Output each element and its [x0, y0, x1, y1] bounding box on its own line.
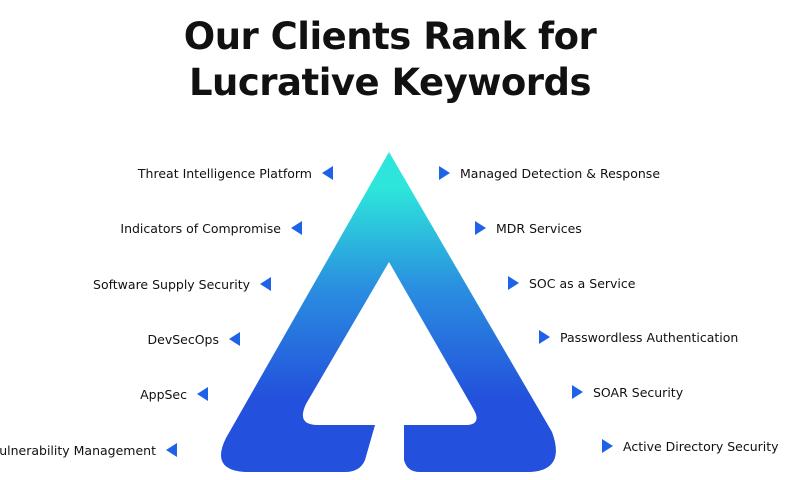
triangle-left-icon [322, 166, 333, 180]
keyword-right-5: SOAR Security [572, 382, 683, 402]
keyword-right-6: Active Directory Security [602, 436, 779, 456]
keyword-right-1: Managed Detection & Response [439, 163, 660, 183]
keyword-label: SOAR Security [593, 384, 684, 400]
keyword-label: Software Supply Security [93, 276, 250, 292]
triangle-right-icon [539, 330, 550, 344]
keyword-right-4: Passwordless Authentication [539, 327, 738, 347]
triangle-right-icon [508, 276, 519, 290]
triangle-left-icon [197, 387, 208, 401]
keyword-left-3: Software Supply Security [93, 274, 271, 294]
keyword-left-2: Indicators of Compromise [120, 218, 302, 238]
keyword-label: DevSecOps [147, 331, 220, 347]
keyword-left-4: DevSecOps [147, 329, 240, 349]
triangle-left-icon [291, 221, 302, 235]
keyword-label: Passwordless Authentication [560, 329, 739, 345]
triangle-left-icon [229, 332, 240, 346]
triangle-right-icon [475, 221, 486, 235]
keyword-left-5: AppSec [140, 384, 208, 404]
page-title: Our Clients Rank for Lucrative Keywords [0, 14, 780, 106]
title-line-2: Lucrative Keywords [188, 61, 592, 104]
keyword-label: Vulnerability Management [0, 442, 156, 458]
keyword-label: MDR Services [496, 220, 582, 236]
triangle-right-icon [602, 439, 613, 453]
keyword-label: SOC as a Service [529, 275, 636, 291]
keyword-label: Managed Detection & Response [460, 165, 661, 181]
keyword-left-6: Vulnerability Management [0, 440, 177, 460]
keyword-left-1: Threat Intelligence Platform [138, 163, 333, 183]
keyword-label: Threat Intelligence Platform [137, 165, 312, 181]
keyword-label: Indicators of Compromise [120, 220, 281, 236]
keyword-right-3: SOC as a Service [508, 273, 635, 293]
keyword-right-2: MDR Services [475, 218, 582, 238]
triangle-left-icon [166, 443, 177, 457]
triangle-right-icon [572, 385, 583, 399]
triangle-right-icon [439, 166, 450, 180]
keyword-label: AppSec [140, 386, 187, 402]
keyword-label: Active Directory Security [623, 438, 779, 454]
triangle-left-icon [260, 277, 271, 291]
title-line-1: Our Clients Rank for [183, 15, 597, 58]
